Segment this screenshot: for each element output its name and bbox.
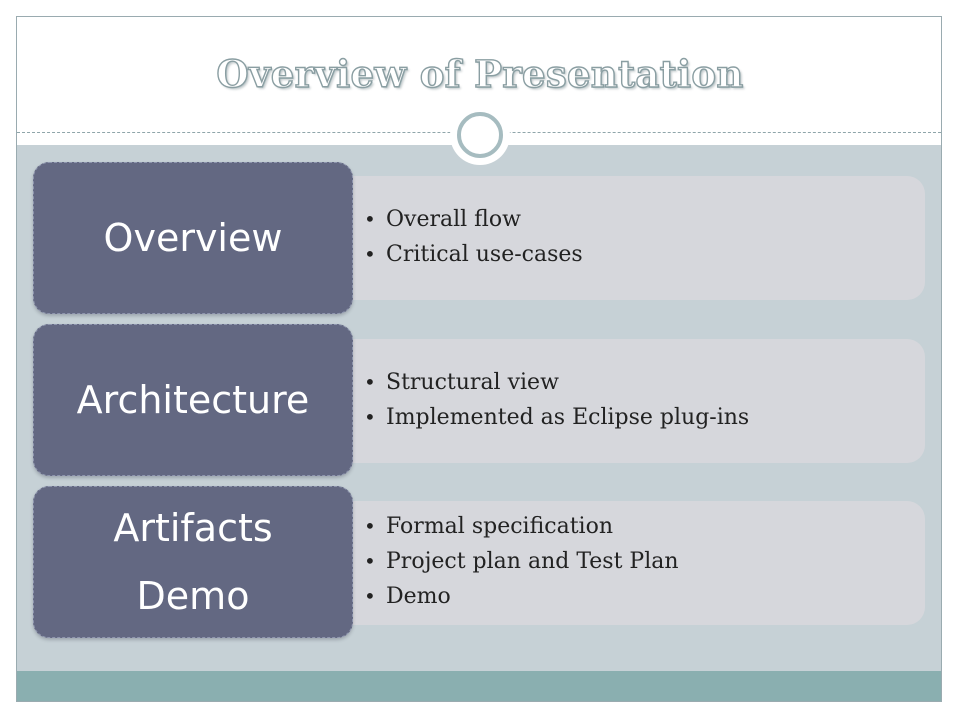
list-item-text: Formal specification <box>386 514 613 539</box>
bullet-dot-icon: • <box>364 549 376 573</box>
bullet-panel <box>322 339 925 463</box>
bullet-list: • Formal specification • Project plan and … <box>362 509 679 614</box>
bullet-dot-icon: • <box>364 207 376 231</box>
list-item: • Formal specification <box>362 509 679 544</box>
bullet-panel <box>322 501 925 625</box>
list-item: • Demo <box>362 579 679 614</box>
section-label-box: Overview <box>33 162 353 314</box>
slide-title: Overview of Presentation <box>216 51 744 96</box>
list-item-text: Critical use-cases <box>386 242 583 267</box>
section-label: Overview <box>103 216 283 260</box>
list-item-text: Demo <box>386 584 451 609</box>
bottom-band <box>17 671 941 701</box>
bullet-list: • Structural view • Implemented as Eclipse… <box>362 365 749 435</box>
list-item-text: Structural view <box>386 370 559 395</box>
list-item: • Critical use-cases <box>362 237 583 272</box>
bullet-panel <box>322 176 925 300</box>
section-label-line: Demo <box>136 574 250 618</box>
list-item: • Implemented as Eclipse plug-ins <box>362 400 749 435</box>
bullet-dot-icon: • <box>364 584 376 608</box>
section-label-box: Artifacts Demo <box>33 486 353 638</box>
list-item: • Structural view <box>362 365 749 400</box>
list-item-text: Overall flow <box>386 207 521 232</box>
list-item: • Project plan and Test Plan <box>362 544 679 579</box>
bullet-list: • Overall flow • Critical use-cases <box>362 202 583 272</box>
ring-icon <box>457 112 503 158</box>
section-label-line: Artifacts <box>113 506 273 550</box>
circle-ornament-icon <box>450 105 510 165</box>
bullet-dot-icon: • <box>364 242 376 266</box>
section-label: Architecture <box>76 378 310 422</box>
list-item-text: Implemented as Eclipse plug-ins <box>386 405 750 430</box>
bullet-dot-icon: • <box>364 370 376 394</box>
list-item: • Overall flow <box>362 202 583 237</box>
bullet-dot-icon: • <box>364 514 376 538</box>
list-item-text: Project plan and Test Plan <box>386 549 679 574</box>
section-label-box: Architecture <box>33 324 353 476</box>
bullet-dot-icon: • <box>364 405 376 429</box>
